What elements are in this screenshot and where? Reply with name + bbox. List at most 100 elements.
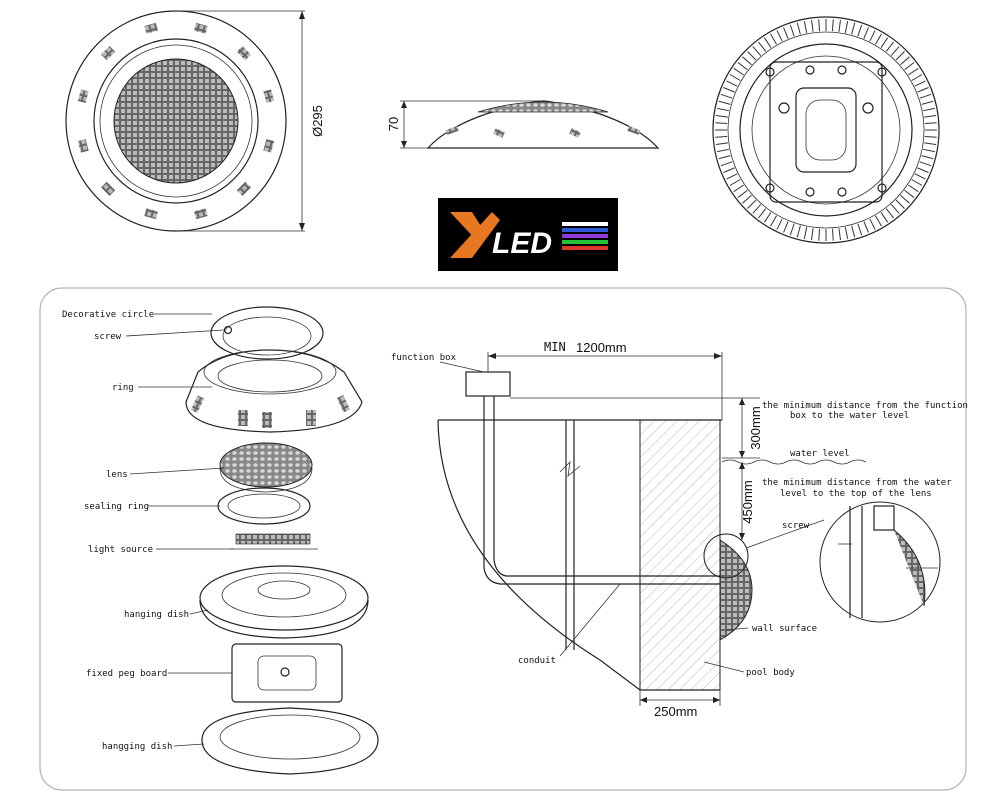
part-hangging-dish-inner (219, 714, 361, 760)
back-tick (763, 37, 772, 48)
back-tick (919, 161, 932, 167)
label-300mm: 300mm (748, 406, 763, 449)
label-decorative-circle: Decorative circle (62, 310, 154, 320)
ring-slot (236, 181, 251, 196)
back-tick (742, 56, 752, 66)
note-lens-1: the minimum distance from the water (762, 478, 952, 488)
back-tick (818, 19, 821, 32)
back-tick (770, 215, 777, 227)
back-peg (805, 187, 815, 197)
back-tick (776, 218, 783, 230)
part-light-source (235, 533, 311, 545)
arrow (739, 398, 745, 405)
back-tick (895, 199, 905, 209)
label-function-box: function box (391, 353, 457, 363)
back-tick (917, 87, 929, 93)
back-tick (811, 228, 814, 241)
front-view: Ø295 (65, 10, 325, 232)
back-tick (875, 215, 882, 227)
back-tick (921, 155, 934, 160)
diameter-label: Ø295 (310, 105, 325, 137)
arrow (713, 697, 720, 703)
leader-detail (745, 519, 825, 549)
lens-grid (113, 58, 239, 184)
label-250mm: 250mm (654, 704, 697, 719)
back-tick (900, 194, 910, 204)
label-conduit: conduit (518, 656, 556, 666)
logo-text: LED (492, 227, 552, 260)
ring-slot (194, 208, 208, 220)
label-fixed-peg-board: fixed peg board (86, 669, 167, 679)
part-hanging-dish (199, 565, 369, 631)
label-1200mm: 1200mm (576, 340, 627, 355)
back-tick (863, 27, 869, 39)
back-tick (720, 93, 733, 99)
back-tick (831, 19, 834, 32)
back-tick (726, 173, 738, 180)
back-tick (770, 33, 777, 45)
part-decorative-circle (210, 306, 324, 360)
installation-diagram: function box MIN 1200mm 300mm the minimu… (391, 340, 968, 719)
back-tick (729, 179, 741, 186)
back-tick (717, 107, 729, 112)
part-hanging-dish-inner (221, 572, 347, 618)
logo-stripe (562, 234, 608, 238)
back-tick (890, 204, 900, 214)
back-tick (715, 135, 728, 138)
arrow (714, 353, 722, 359)
ring-slot (262, 412, 272, 428)
back-tick (763, 212, 772, 223)
logo-stripe (562, 222, 608, 226)
leader-lens (129, 467, 225, 475)
arrow (640, 697, 647, 703)
back-tick (857, 223, 863, 236)
back-tick (911, 179, 923, 186)
back-screw-hole (778, 102, 790, 114)
ring-slot (238, 410, 248, 426)
logo-stripe (562, 246, 608, 250)
water-level-line (721, 459, 867, 465)
back-inner-ring (739, 43, 913, 217)
lamp-installed (719, 539, 753, 641)
label-sealing-ring: sealing ring (84, 502, 149, 512)
leader-hanging-dish (189, 609, 209, 615)
side-slot (627, 126, 641, 135)
back-tick (747, 51, 757, 61)
detail-circle (703, 533, 749, 579)
part-hanging-dish-center (257, 580, 311, 600)
back-tick (811, 19, 814, 32)
note-function-box-1: the minimum distance from the function (762, 401, 968, 411)
conduit-horizontal (483, 567, 720, 585)
back-tick (914, 173, 926, 180)
lens-rim (99, 44, 253, 198)
xled-logo: LED (438, 198, 618, 271)
part-ring-inner (217, 359, 323, 393)
back-tick (776, 30, 783, 42)
back-tick (718, 100, 731, 105)
arrow-top (299, 11, 305, 19)
back-peg-board (769, 61, 883, 203)
back-tick (838, 228, 841, 241)
back-peg (805, 65, 815, 75)
ring-slot (101, 46, 116, 61)
back-tick (717, 148, 729, 153)
side-slots (445, 126, 641, 138)
back-peg (765, 67, 775, 77)
back-tick (890, 46, 900, 56)
back-tick (752, 46, 762, 56)
ring-slot (263, 89, 275, 103)
side-lens-top (477, 101, 609, 113)
back-tick (924, 142, 937, 145)
back-tick (737, 189, 748, 198)
detail-magnified (819, 501, 941, 623)
back-peg (877, 183, 887, 193)
back-tick (796, 225, 801, 238)
exploded-view: Decorative circle screw ring lens sealin… (62, 306, 379, 775)
back-tick (919, 93, 932, 99)
leader-wall-surface (725, 627, 749, 631)
arrow (739, 533, 745, 540)
inner-ring (93, 38, 259, 204)
back-tick (924, 115, 937, 118)
part-sealing-ring (217, 487, 311, 525)
